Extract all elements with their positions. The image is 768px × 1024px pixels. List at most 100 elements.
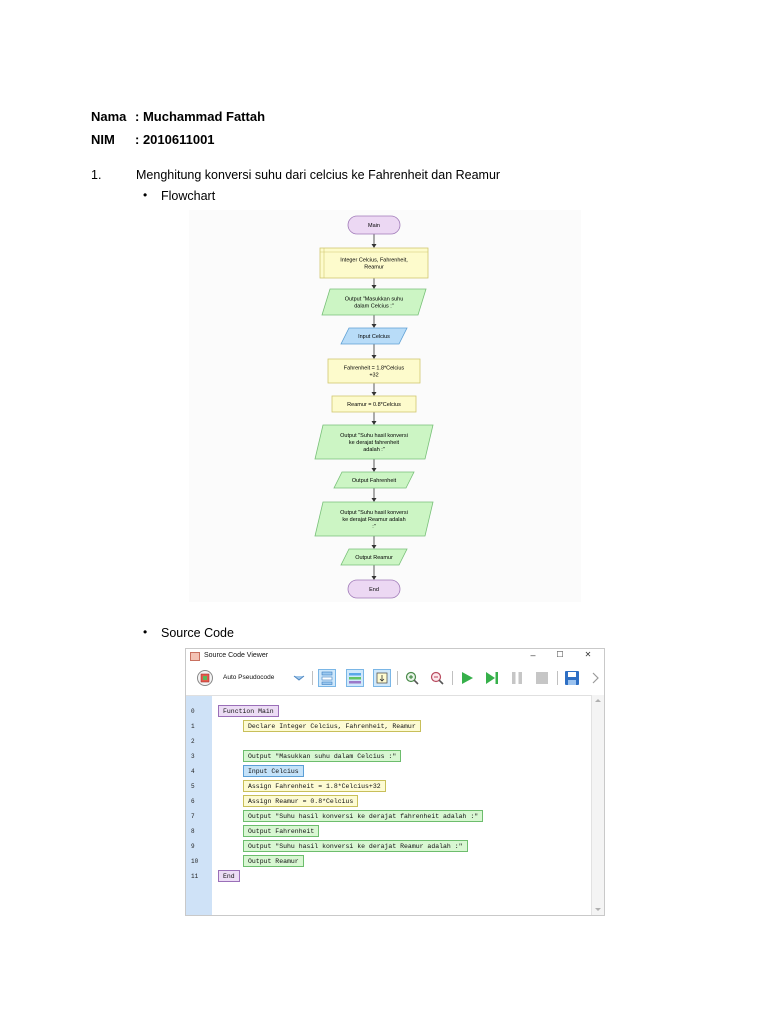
chevron-right-icon[interactable]	[588, 669, 604, 687]
step-icon[interactable]	[483, 669, 501, 687]
flowchart-arrowhead	[371, 545, 377, 549]
toolbar-separator	[312, 671, 313, 685]
line-number: 6	[191, 798, 195, 805]
name-value: : Muchammad Fattah	[135, 109, 266, 124]
task-number: 1.	[91, 168, 102, 182]
line-number: 0	[191, 708, 195, 715]
flowchart-assign	[331, 395, 417, 413]
code-view-icon[interactable]	[346, 669, 364, 687]
bullet-dot: •	[143, 625, 148, 639]
toolbar: Auto Pseudocode	[186, 667, 604, 689]
code-line-end[interactable]: End	[218, 870, 240, 882]
minimize-button[interactable]: –	[530, 650, 536, 660]
flowchart-output	[340, 548, 408, 566]
flowchart-node-label: Integer Celcius, Fahrenheit,	[340, 258, 408, 264]
stop-icon[interactable]	[533, 669, 551, 687]
flowchart-node-label: Output Fahrenheit	[352, 478, 397, 484]
zoom-out-icon[interactable]	[428, 669, 446, 687]
code-area: 0 1 2 3 4 5 6 7 8 9 10 11 Function Main …	[186, 695, 604, 915]
flowchart-node-label: Input Celcius	[358, 334, 390, 340]
flowchart-arrowhead	[371, 285, 377, 289]
maximize-button[interactable]: ☐	[556, 650, 564, 659]
chevron-down-icon[interactable]	[290, 669, 308, 687]
flowchart-node-label: Output "Masukkan suhu	[345, 297, 404, 303]
flowchart-assign	[327, 358, 421, 384]
toolbar-separator	[452, 671, 453, 685]
mode-label[interactable]: Auto Pseudocode	[223, 674, 275, 681]
scrollbar-arrows	[595, 699, 601, 911]
line-number: 3	[191, 753, 195, 760]
flowchart-terminal	[347, 215, 401, 235]
flowchart-node-label: +32	[369, 373, 378, 379]
line-number: 5	[191, 783, 195, 790]
window-title: Source Code Viewer	[204, 652, 269, 659]
flowchart-node-label: Fahrenheit = 1.8*Celcius	[344, 366, 405, 372]
code-line-output[interactable]: Output "Masukkan suhu dalam Celcius :"	[243, 750, 402, 762]
save-icon[interactable]	[563, 669, 581, 687]
flowchart-output	[314, 424, 434, 460]
flowchart-node-label: End	[369, 587, 379, 593]
flowchart-node-label: ke derajat Reamur adalah	[342, 517, 405, 523]
line-number: 1	[191, 723, 195, 730]
flowchart-node-label: ke derajat fahrenheit	[349, 440, 400, 446]
flowchart-arrowhead	[371, 355, 377, 359]
toolbar-separator	[557, 671, 558, 685]
flowchart-input	[340, 327, 408, 345]
flowchart-arrowhead	[371, 421, 377, 425]
flowchart-arrowhead	[371, 244, 377, 248]
line-number: 9	[191, 843, 195, 850]
line-number: 7	[191, 813, 195, 820]
line-number: 8	[191, 828, 195, 835]
zoom-in-icon[interactable]	[403, 669, 421, 687]
bullet-source-code: Source Code	[161, 626, 234, 640]
close-button[interactable]: ✕	[584, 650, 592, 659]
flowchart-arrowhead	[371, 468, 377, 472]
flowchart-output	[314, 501, 434, 537]
flowchart-node-label: Reamur = 0.8*Celcius	[347, 402, 401, 408]
code-line-assign[interactable]: Assign Fahrenheit = 1.8*Celcius+32	[243, 780, 386, 792]
line-number: 11	[191, 873, 199, 880]
flowchart-arrowhead	[371, 576, 377, 580]
flowchart-node-label: Reamur	[364, 265, 384, 271]
flowchart-view-icon[interactable]	[318, 669, 336, 687]
line-number: 10	[191, 858, 199, 865]
flowchart-arrowhead	[371, 498, 377, 502]
run-icon[interactable]	[458, 669, 476, 687]
title-bar: Source Code Viewer – ☐ ✕	[186, 649, 604, 665]
flowchart-output	[333, 471, 415, 489]
code-line-output[interactable]: Output "Suhu hasil konversi ke derajat R…	[243, 840, 468, 852]
fit-view-icon[interactable]	[373, 669, 391, 687]
bullet-flowchart: Flowchart	[161, 189, 216, 203]
source-code-viewer-window: Source Code Viewer – ☐ ✕ Auto Pseudocode	[185, 648, 605, 916]
flowchart-edges	[371, 234, 377, 580]
flowchart-declare	[319, 247, 429, 279]
name-label: Nama	[91, 109, 127, 124]
code-line-declare[interactable]: Declare Integer Celcius, Fahrenheit, Rea…	[243, 720, 421, 732]
code-line-output[interactable]: Output "Suhu hasil konversi ke derajat f…	[243, 810, 484, 822]
task-title: Menghitung konversi suhu dari celcius ke…	[136, 168, 501, 182]
pseudocode-icon[interactable]	[196, 669, 214, 687]
line-number-gutter	[186, 696, 212, 915]
flowchart-node-label: Output "Suhu hasil konversi	[340, 433, 408, 439]
line-number: 4	[191, 768, 195, 775]
pause-icon[interactable]	[508, 669, 526, 687]
app-icon	[190, 652, 200, 661]
code-line-input[interactable]: Input Celcius	[243, 765, 304, 777]
code-line-output[interactable]: Output Reamur	[243, 855, 304, 867]
nim-label: NIM	[91, 132, 115, 147]
line-number: 2	[191, 738, 195, 745]
flowchart-output	[321, 288, 427, 316]
vertical-scrollbar[interactable]	[591, 695, 604, 915]
code-line-output[interactable]: Output Fahrenheit	[243, 825, 320, 837]
code-line-assign[interactable]: Assign Reamur = 0.8*Celcius	[243, 795, 359, 807]
toolbar-separator	[397, 671, 398, 685]
bullet-dot: •	[143, 188, 148, 202]
flowchart-node-label: dalam Celcius :"	[354, 304, 394, 310]
code-line-function-main[interactable]: Function Main	[218, 705, 279, 717]
flowchart-arrowhead	[371, 324, 377, 328]
flowchart-node-label: adalah :"	[363, 447, 385, 453]
flowchart-node-label: Output Reamur	[355, 555, 393, 561]
nim-value: : 2010611001	[135, 132, 215, 147]
